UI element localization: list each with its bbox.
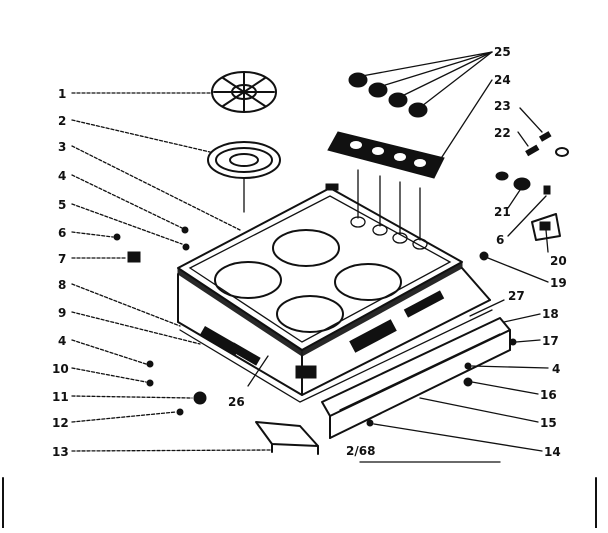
callout-17: 17 [542, 334, 559, 348]
burner-grate [211, 71, 277, 113]
leader-lines-left [71, 92, 273, 452]
callout-9: 9 [58, 306, 66, 320]
callout-11: 11 [52, 390, 69, 404]
leader-lines-right [359, 51, 549, 463]
callout-25: 25 [494, 45, 511, 59]
callout-15: 15 [540, 416, 557, 430]
callout-14: 14 [544, 445, 561, 459]
callout-7: 7 [58, 252, 66, 266]
callout-21: 21 [494, 205, 511, 219]
callout-26: 26 [228, 395, 245, 409]
callout-22: 22 [494, 126, 511, 140]
callout-6-right: 6 [496, 233, 504, 247]
callout-6: 6 [58, 226, 66, 240]
callout-3: 3 [58, 140, 66, 154]
callout-19: 19 [550, 276, 567, 290]
callout-2: 2 [58, 114, 66, 128]
control-knobs [348, 72, 428, 118]
callout-4-lower: 4 [58, 334, 66, 348]
callout-27: 27 [508, 289, 525, 303]
control-panel [327, 131, 445, 250]
callout-12: 12 [52, 416, 69, 430]
igniter-parts [479, 131, 569, 261]
callout-4-right: 4 [552, 362, 560, 376]
callout-24: 24 [494, 73, 511, 87]
callout-5: 5 [58, 198, 66, 212]
front-trim-rail [321, 317, 511, 439]
callout-labels: 1 2 3 4 5 6 7 8 9 4 10 11 12 13 25 24 23… [52, 45, 567, 459]
callout-23: 23 [494, 99, 511, 113]
callout-8: 8 [58, 278, 66, 292]
callout-1: 1 [58, 87, 66, 101]
burner-ring [207, 141, 281, 213]
fasteners [113, 226, 517, 427]
bottom-trim-piece [255, 421, 319, 455]
callout-18: 18 [542, 307, 559, 321]
cooktop-plate [177, 183, 463, 357]
callout-16: 16 [540, 388, 557, 402]
drawing-code: 2/68 [346, 444, 375, 458]
callout-10: 10 [52, 362, 69, 376]
callout-20: 20 [550, 254, 567, 268]
callout-13: 13 [52, 445, 69, 459]
callout-4: 4 [58, 169, 66, 183]
cooktop-chassis [177, 267, 493, 403]
